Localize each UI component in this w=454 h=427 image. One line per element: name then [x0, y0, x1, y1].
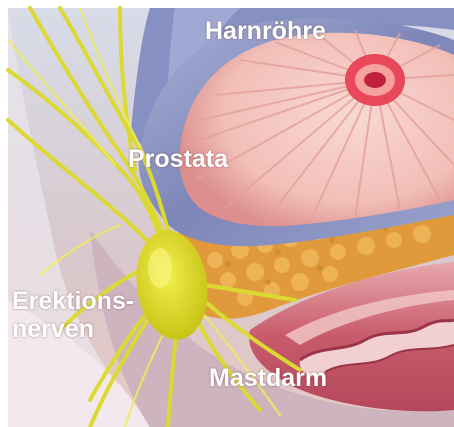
label-erectile-nerves: Erektions- nerven [12, 287, 134, 343]
label-prostate: Prostata [128, 145, 228, 173]
label-urethra: Harnröhre [205, 17, 326, 45]
label-rectum: Mastdarm [209, 364, 327, 392]
label-erectile-nerves-line1: Erektions- [12, 287, 134, 315]
label-erectile-nerves-line2: nerven [12, 315, 134, 343]
